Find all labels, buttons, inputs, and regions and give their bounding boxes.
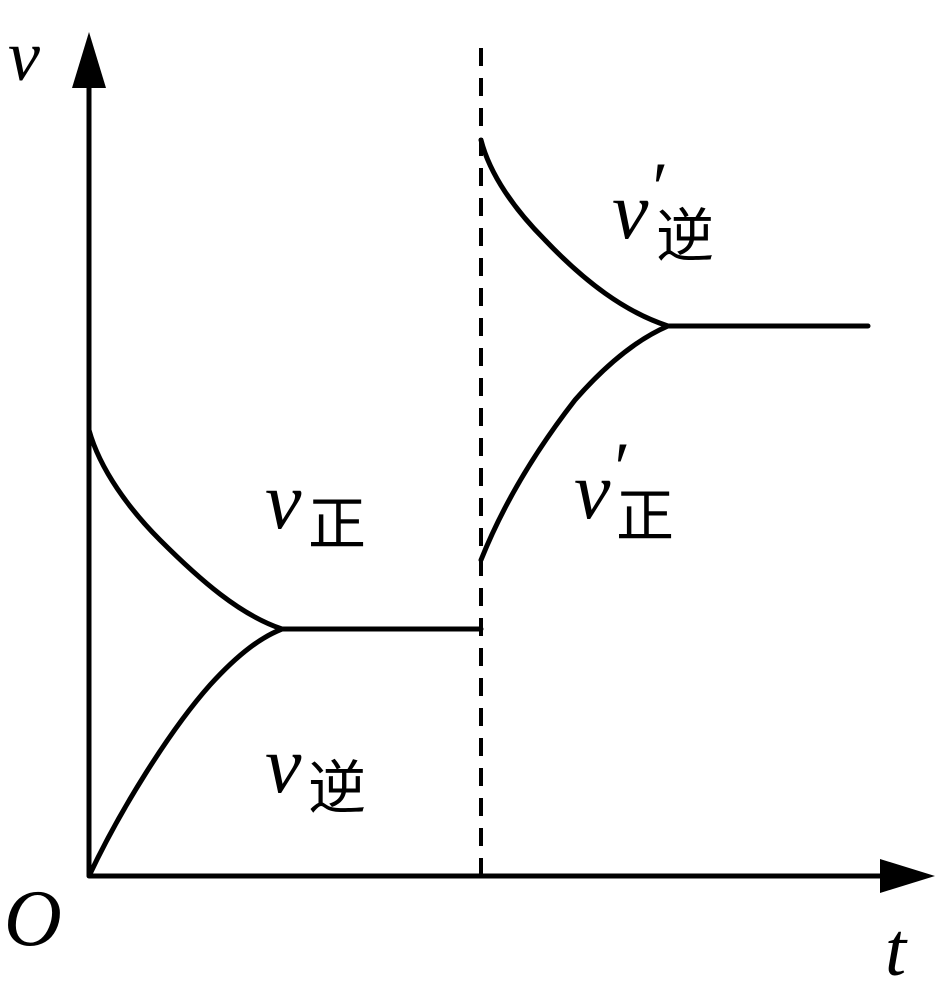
- origin-label: O: [4, 875, 62, 963]
- forward-rate-curve-before: [86, 427, 285, 632]
- forward-rate-label-before-symbol: v: [265, 455, 302, 546]
- x-axis-label: t: [885, 908, 908, 992]
- forward-rate-curve-after: [478, 323, 671, 563]
- reverse-rate-label-after-subscript: 逆: [656, 202, 714, 270]
- reverse-rate-curve-before: [86, 626, 285, 879]
- forward-rate-label-after-prime: ′: [610, 428, 627, 508]
- forward-rate-label-before-subscript: 正: [308, 490, 366, 558]
- reverse-rate-label-after-symbol: v: [612, 165, 649, 256]
- forward-rate-label-before: v 正: [265, 455, 366, 558]
- reverse-rate-label-before-subscript: 逆: [308, 754, 366, 822]
- forward-rate-label-after-subscript: 正: [616, 482, 674, 550]
- y-axis-arrow: [72, 32, 106, 88]
- reverse-rate-curve-after: [478, 137, 671, 329]
- y-axis-label: v: [8, 16, 40, 96]
- reverse-rate-label-before-symbol: v: [265, 719, 302, 810]
- forward-rate-label-after-symbol: v: [574, 445, 611, 536]
- reverse-rate-label-after-prime: ′: [648, 148, 665, 228]
- x-axis-arrow: [880, 859, 935, 893]
- reverse-rate-label-after: v ′ 逆: [612, 148, 714, 270]
- reverse-rate-label-before: v 逆: [265, 719, 366, 822]
- forward-rate-label-after: v ′ 正: [574, 428, 674, 550]
